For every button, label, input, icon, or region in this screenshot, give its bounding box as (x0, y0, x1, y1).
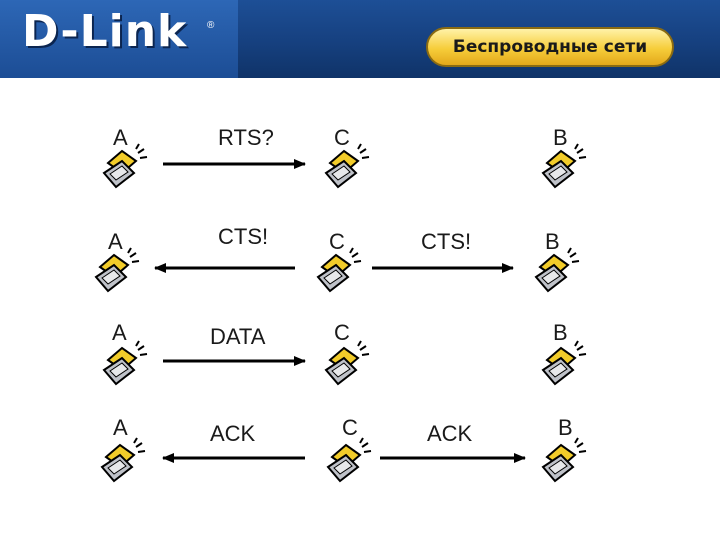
laptop-icon (324, 340, 370, 386)
node-c-label: C (334, 320, 350, 345)
message-label: RTS? (218, 125, 274, 150)
laptop-icon (326, 437, 372, 483)
laptop-icon (324, 143, 370, 189)
node-b-label: B (553, 320, 568, 345)
laptop-icon (316, 247, 362, 293)
message-label: DATA (210, 324, 266, 349)
laptop-icon (102, 143, 148, 189)
laptop-icon (94, 247, 140, 293)
laptop-icon (100, 437, 146, 483)
registered-mark: ® (207, 20, 215, 31)
slide-title: Беспроводные сети (452, 37, 648, 57)
laptop-icon (102, 340, 148, 386)
laptop-icon (541, 437, 587, 483)
node-c-label: C (334, 125, 350, 150)
dlink-logo: D-Link (22, 6, 188, 57)
laptop-icon (541, 340, 587, 386)
message-label: CTS! (218, 224, 269, 249)
node-a-label: A (112, 320, 127, 345)
message-label: ACK (427, 421, 473, 446)
laptop-icon (534, 247, 580, 293)
node-b-label: B (545, 229, 560, 254)
node-a-label: A (113, 125, 128, 150)
laptop-icon (541, 143, 587, 189)
node-c-label: C (342, 415, 358, 440)
message-label: ACK (210, 421, 256, 446)
node-c-label: C (329, 229, 345, 254)
node-a-label: A (108, 229, 123, 254)
logo-block: D-Link ® (0, 0, 238, 78)
message-label: CTS! (421, 229, 472, 254)
node-b-label: B (553, 125, 568, 150)
slide-title-badge: Беспроводные сети (426, 27, 674, 67)
node-a-label: A (113, 415, 128, 440)
node-b-label: B (558, 415, 573, 440)
header-bar: D-Link ® Беспроводные сети (0, 0, 720, 78)
